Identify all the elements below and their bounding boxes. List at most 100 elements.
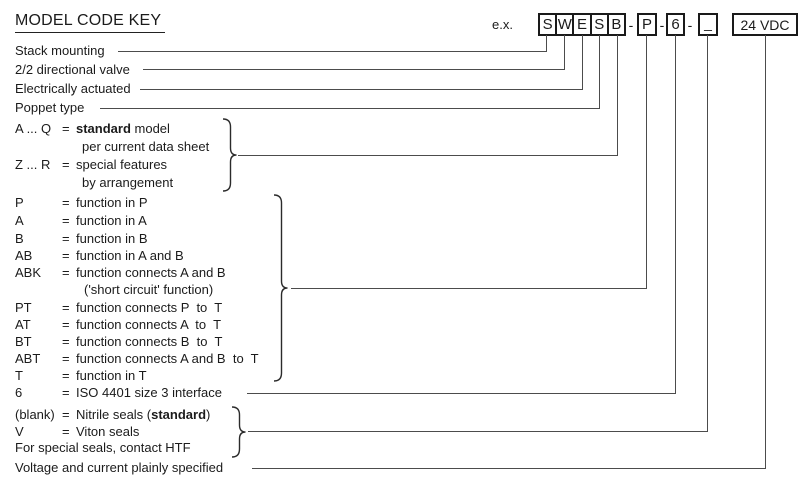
description-part: function in B bbox=[76, 231, 148, 246]
row-description: function connects A and B to T bbox=[76, 351, 259, 366]
code-key-row: A ... Q = standard model bbox=[15, 121, 170, 137]
code-key-row: AT=function connects A to T bbox=[15, 317, 221, 333]
description-part: ISO 4401 size 3 interface bbox=[76, 385, 222, 400]
code-box-model-letters: S W E S B bbox=[538, 13, 626, 36]
row-description: function connects A to T bbox=[76, 317, 221, 332]
equals-sign: = bbox=[62, 231, 70, 246]
code-key-text-row: Electrically actuated bbox=[15, 81, 131, 96]
row-key: T bbox=[15, 368, 23, 383]
equals-sign: = bbox=[62, 195, 70, 210]
row-description: function connects A and B bbox=[76, 265, 226, 280]
code-key-row: 6 = ISO 4401 size 3 interface bbox=[15, 385, 222, 401]
code-key-row: ABT = function connects A and B to T bbox=[15, 351, 259, 367]
connector-riser-voltage-spec bbox=[765, 35, 767, 469]
code-letter-cell: S bbox=[589, 15, 607, 34]
description-bold-part: standard bbox=[76, 121, 131, 136]
connector-line-seal-type-group bbox=[248, 431, 708, 433]
code-key-text-row: ('short circuit' function) bbox=[84, 282, 214, 297]
dash-separator: - bbox=[659, 16, 665, 33]
code-key-row: V=Viton seals bbox=[15, 424, 139, 440]
description-part: function in T bbox=[76, 368, 147, 383]
code-key-text-row: For special seals, contact HTF bbox=[15, 440, 191, 455]
description-part: function connects A and B bbox=[76, 265, 226, 280]
description-part: Nitrile seals ( bbox=[76, 407, 152, 422]
code-box-seal: _ bbox=[698, 13, 718, 36]
row-description: function in T bbox=[76, 368, 147, 383]
code-key-text-row: by arrangement bbox=[82, 175, 174, 190]
code-key-row: A=function in A bbox=[15, 213, 147, 229]
description-part: model bbox=[130, 121, 170, 136]
code-key-row: BT=function connects B to T bbox=[15, 334, 222, 350]
connector-line-interface-size bbox=[247, 393, 676, 395]
code-key-row: AB = function in A and B bbox=[15, 248, 184, 264]
row-key: BT bbox=[15, 334, 32, 349]
row-key: PT bbox=[15, 300, 32, 315]
connector-riser-seal-type-group bbox=[707, 35, 709, 432]
connector-line-stack-mounting bbox=[118, 51, 547, 53]
row-key: AB bbox=[15, 248, 33, 263]
connector-line-poppet-type bbox=[100, 108, 600, 110]
row-key: (blank) bbox=[15, 407, 55, 422]
row-key: Z ... R bbox=[15, 157, 51, 172]
connector-riser-poppet-type bbox=[599, 35, 601, 109]
row-key: AT bbox=[15, 317, 31, 332]
code-key-row: Z ... R = special features bbox=[15, 157, 167, 173]
code-box-function: P bbox=[637, 13, 657, 36]
example-label: e.x. bbox=[492, 17, 513, 32]
equals-sign: = bbox=[62, 248, 70, 263]
row-description: Viton seals bbox=[76, 424, 139, 439]
code-key-text-row: Stack mounting bbox=[15, 43, 105, 58]
connector-riser-interface-size bbox=[675, 35, 677, 394]
row-description: function in A bbox=[76, 213, 147, 228]
equals-sign: = bbox=[62, 121, 70, 136]
row-key: ABT bbox=[15, 351, 41, 366]
code-key-row: (blank) = Nitrile seals (standard) bbox=[15, 407, 210, 423]
code-letter-cell: W bbox=[555, 15, 572, 34]
code-key-row: T = function in T bbox=[15, 368, 147, 384]
row-description: function in A and B bbox=[76, 248, 184, 263]
description-part: function in P bbox=[76, 195, 148, 210]
row-key: ABK bbox=[15, 265, 42, 280]
connector-riser-model-letter-group bbox=[617, 35, 619, 156]
row-description: Nitrile seals (standard) bbox=[76, 407, 210, 422]
standard-special-group-brace bbox=[222, 118, 237, 192]
description-part: function in A and B bbox=[76, 248, 184, 263]
equals-sign: = bbox=[62, 368, 70, 383]
code-letter-cell: S bbox=[542, 16, 553, 33]
equals-sign: = bbox=[62, 407, 70, 422]
connector-line-directional-valve bbox=[143, 69, 565, 71]
row-key: V bbox=[15, 424, 24, 439]
code-key-row: PT=function connects P to T bbox=[15, 300, 222, 316]
connector-riser-directional-valve bbox=[564, 35, 566, 70]
page-title: MODEL CODE KEY bbox=[15, 12, 166, 33]
row-description: standard model bbox=[76, 121, 170, 136]
code-key-row: B = function in B bbox=[15, 231, 148, 247]
code-key-text-row: Voltage and current plainly specified bbox=[15, 460, 224, 475]
connector-line-electrically-actuated bbox=[140, 89, 583, 91]
description-part: function connects P to T bbox=[76, 300, 223, 315]
row-description: ISO 4401 size 3 interface bbox=[76, 385, 222, 400]
row-key: B bbox=[15, 231, 24, 246]
code-key-row: P=function in P bbox=[15, 195, 148, 211]
equals-sign: = bbox=[62, 157, 70, 172]
connector-line-voltage-spec bbox=[252, 468, 766, 470]
description-part: function connects B to T bbox=[76, 334, 223, 349]
description-part: ) bbox=[206, 407, 211, 422]
code-box-voltage: 24 VDC bbox=[732, 13, 798, 36]
row-key: A ... Q bbox=[15, 121, 52, 136]
connector-riser-electrically-actuated bbox=[582, 35, 584, 90]
row-key: A bbox=[15, 213, 24, 228]
row-key: 6 bbox=[15, 385, 23, 400]
description-part: function connects A to T bbox=[76, 317, 222, 332]
equals-sign: = bbox=[62, 351, 70, 366]
connector-line-function-code-group bbox=[291, 288, 647, 290]
code-letter-cell: B bbox=[606, 15, 624, 34]
dash-separator: - bbox=[687, 16, 693, 33]
equals-sign: = bbox=[62, 265, 70, 280]
equals-sign: = bbox=[62, 385, 70, 400]
row-description: special features bbox=[76, 157, 167, 172]
description-part: function connects A and B to T bbox=[76, 351, 259, 366]
code-letter-cell: E bbox=[572, 15, 589, 34]
description-part: function in A bbox=[76, 213, 147, 228]
